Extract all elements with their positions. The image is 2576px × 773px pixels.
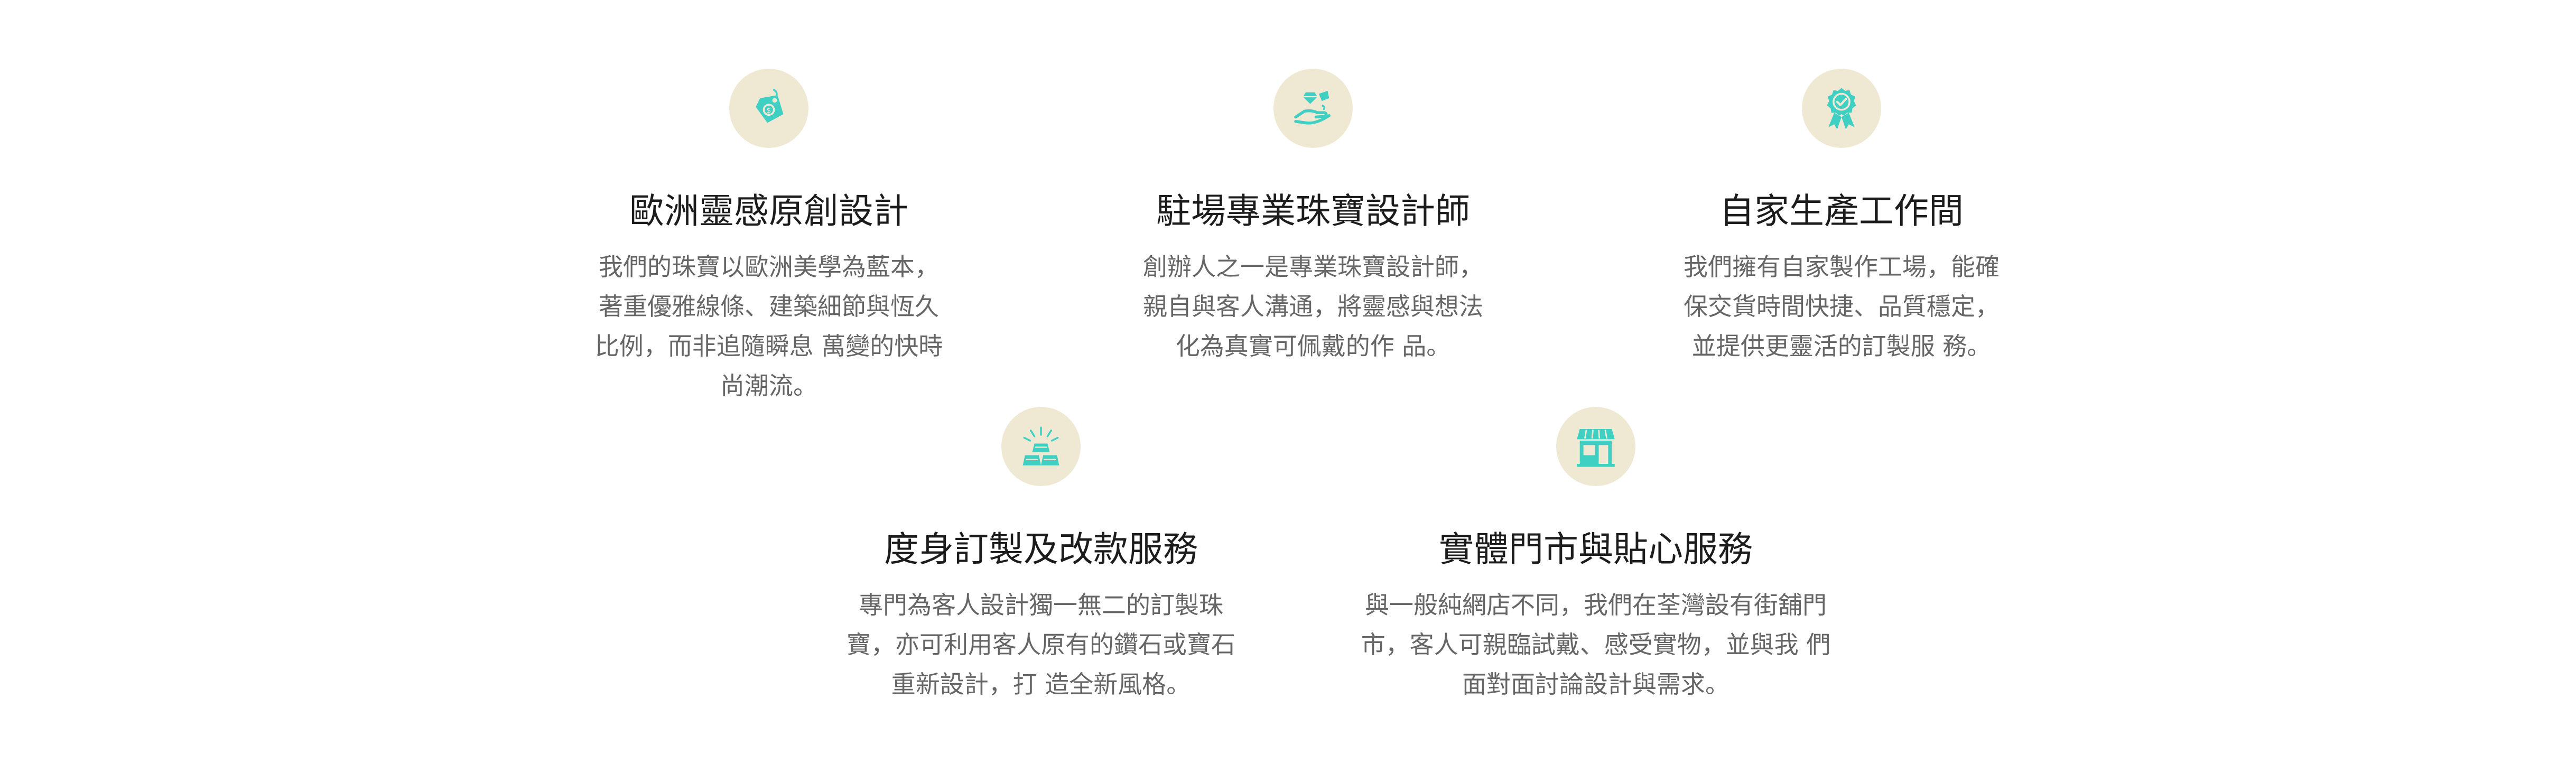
feature-title: 歐洲靈感原創設計 <box>629 191 908 231</box>
feature-title: 自家生產工作間 <box>1719 191 1964 231</box>
feature-description: 我們擁有自家製作工場，能確保交貨時間快捷、品質穩定，並提供更靈活的訂製服 務。 <box>1684 253 2000 360</box>
quality-badge-icon <box>1827 88 1856 129</box>
feature-title: 度身訂製及改款服務 <box>884 529 1198 570</box>
feature-original-design: $ 歐洲靈感原創設計 我們的珠寶以歐洲美學為藍本，著重優雅線條、建築細節與恆久比… <box>589 69 948 406</box>
feature-physical-store: 實體門市與貼心服務 與一般純網店不同，我們在荃灣設有街舖門市，客人可親臨試戴、感… <box>1353 407 1839 704</box>
feature-custom-made: 度身訂製及改款服務 專門為客人設計獨一無二的訂製珠寶，亦可利用客人原有的鑽石或寶… <box>835 407 1247 704</box>
hand-with-diamond-icon <box>1294 91 1331 125</box>
icon-badge <box>1001 407 1081 486</box>
svg-text:$: $ <box>767 106 771 115</box>
feature-description: 專門為客人設計獨一無二的訂製珠寶，亦可利用客人原有的鑽石或寶石重新設計，打 造全… <box>847 591 1235 699</box>
feature-description: 創辦人之一是專業珠寶設計師，親自與客人溝通，將靈感與想法化為真實可佩戴的作 品。 <box>1143 253 1483 360</box>
icon-badge <box>1273 69 1353 148</box>
feature-title: 駐場專業珠寶設計師 <box>1156 191 1470 231</box>
icon-badge <box>1802 69 1881 148</box>
price-tag-icon: $ <box>756 88 784 123</box>
feature-in-house-designer: 駐場專業珠寶設計師 創辦人之一是專業珠寶設計師，親自與客人溝通，將靈感與想法化為… <box>1133 69 1493 366</box>
storefront-icon <box>1577 429 1615 467</box>
feature-description: 與一般純網店不同，我們在荃灣設有街舖門市，客人可親臨試戴、感受實物，並與我 們面… <box>1361 591 1831 699</box>
feature-title: 實體門市與貼心服務 <box>1439 529 1753 570</box>
icon-badge <box>1556 407 1635 486</box>
feature-own-workshop: 自家生產工作間 我們擁有自家製作工場，能確保交貨時間快捷、品質穩定，並提供更靈活… <box>1678 69 2005 366</box>
icon-badge: $ <box>729 69 808 148</box>
gold-bars-icon <box>1022 426 1059 465</box>
feature-description: 我們的珠寶以歐洲美學為藍本，著重優雅線條、建築細節與恆久比例，而非追隨瞬息 萬變… <box>594 253 943 400</box>
